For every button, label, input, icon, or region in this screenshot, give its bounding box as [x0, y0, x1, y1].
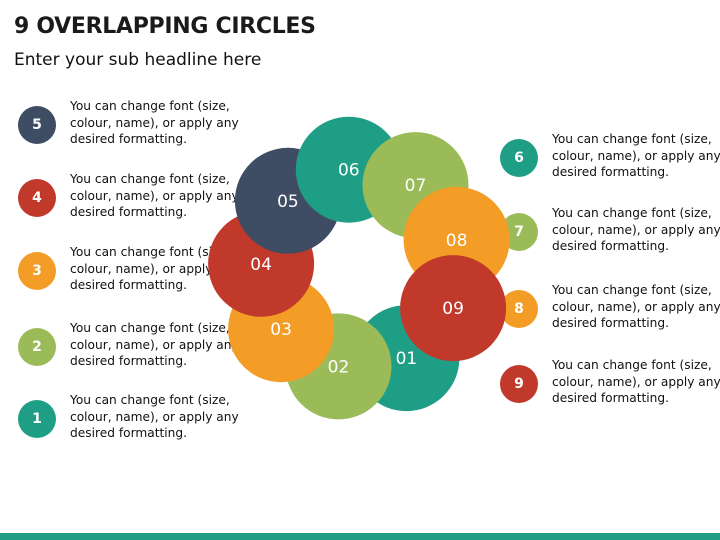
- badge-9: 9: [500, 365, 538, 403]
- item-5-text: You can change font (size, colour, name)…: [70, 99, 239, 146]
- item-2-text: You can change font (size, colour, name)…: [70, 321, 239, 368]
- page-title: 9 OVERLAPPING CIRCLES: [14, 14, 316, 39]
- list-item-1: 1 You can change font (size, colour, nam…: [18, 392, 239, 442]
- list-item-9: 9 You can change font (size, colour, nam…: [500, 357, 720, 407]
- item-8-text: You can change font (size, colour, name)…: [552, 283, 720, 330]
- list-item-7: 7 You can change font (size, colour, nam…: [500, 205, 720, 255]
- item-9-text: You can change font (size, colour, name)…: [552, 358, 720, 405]
- badge-4: 4: [18, 179, 56, 217]
- badge-6: 6: [500, 139, 538, 177]
- circle-label-06: 06: [338, 161, 360, 181]
- circle-09: [400, 255, 507, 362]
- circle-label-05: 05: [277, 192, 299, 212]
- circle-label-09: 09: [442, 299, 464, 319]
- circle-label-03: 03: [270, 320, 292, 340]
- item-1-text: You can change font (size, colour, name)…: [70, 393, 239, 440]
- circle-label-08: 08: [446, 231, 468, 251]
- circle-label-07: 07: [405, 176, 427, 196]
- page-subtitle: Enter your sub headline here: [14, 50, 262, 70]
- badge-5: 5: [18, 106, 56, 144]
- circle-label-02: 02: [328, 357, 350, 377]
- circle-label-04: 04: [250, 255, 272, 275]
- badge-1: 1: [18, 400, 56, 438]
- circle-label-01: 01: [396, 349, 418, 369]
- item-3-text: You can change font (size, colour, name)…: [70, 245, 239, 292]
- badge-8: 8: [500, 290, 538, 328]
- list-item-2: 2 You can change font (size, colour, nam…: [18, 320, 239, 370]
- badge-3: 3: [18, 252, 56, 290]
- list-item-6: 6 You can change font (size, colour, nam…: [500, 131, 720, 181]
- list-item-4: 4 You can change font (size, colour, nam…: [18, 171, 239, 221]
- bottom-accent-bar: [0, 533, 720, 540]
- list-item-3: 3 You can change font (size, colour, nam…: [18, 244, 239, 294]
- list-item-8: 8 You can change font (size, colour, nam…: [500, 282, 720, 332]
- list-item-5: 5 You can change font (size, colour, nam…: [18, 98, 239, 148]
- badge-2: 2: [18, 328, 56, 366]
- item-7-text: You can change font (size, colour, name)…: [552, 206, 720, 253]
- item-6-text: You can change font (size, colour, name)…: [552, 132, 720, 179]
- item-4-text: You can change font (size, colour, name)…: [70, 172, 239, 219]
